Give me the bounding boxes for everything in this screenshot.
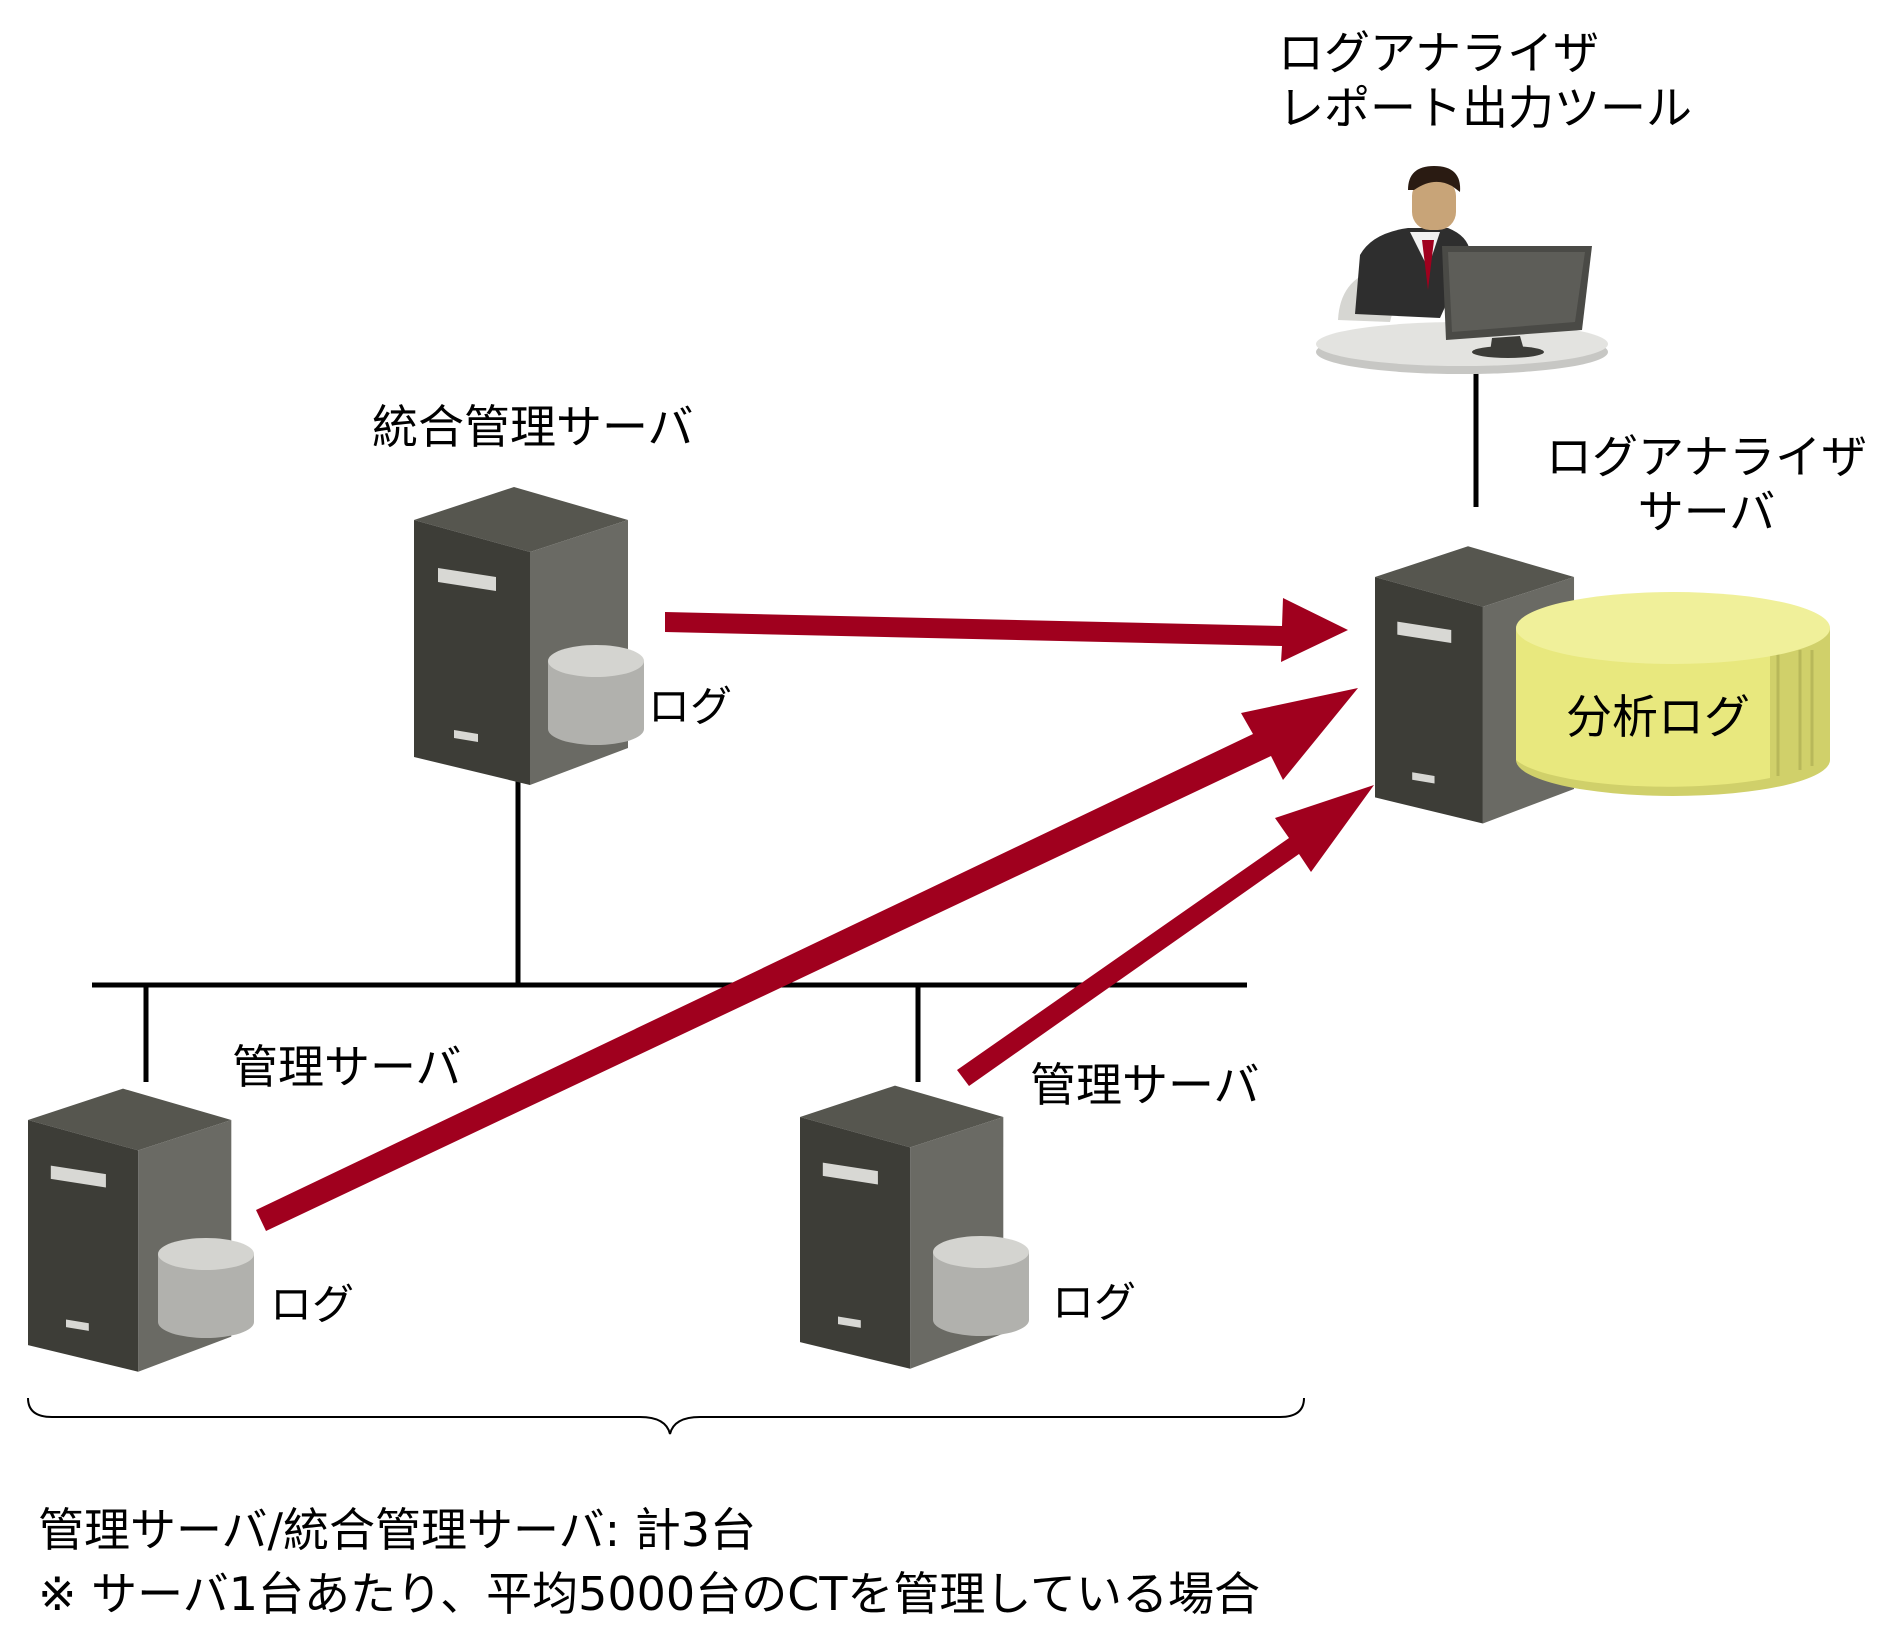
- analyzer-server-label: ログアナライザ サーバ: [1546, 430, 1867, 540]
- integrated-server-label: 統合管理サーバ: [372, 400, 694, 454]
- analysis-log-label: 分析ログ: [1566, 690, 1750, 744]
- mgmt-left-log-disk-icon: [158, 1238, 254, 1338]
- analyzer-server-label-line1: ログアナライザ: [1546, 430, 1868, 484]
- tool-label: ログアナライザ レポート出力ツール: [1278, 26, 1692, 136]
- person-at-computer-icon: [1316, 166, 1608, 374]
- mgmt-right-log-label: ログ: [1052, 1278, 1137, 1327]
- note-line1: 管理サーバ/統合管理サーバ: 計3台: [38, 1503, 756, 1557]
- integrated-log-label: ログ: [648, 682, 733, 731]
- integrated-log-disk-icon: [548, 645, 644, 745]
- analyzer-server-label-line2: サーバ: [1637, 485, 1776, 540]
- mgmt-left-log-label: ログ: [270, 1280, 355, 1329]
- analysis-log-database-icon: [1516, 592, 1830, 796]
- network-lines: [92, 372, 1479, 1082]
- arrow-icon: [256, 598, 1374, 1231]
- tool-label-line2: レポート出力ツール: [1278, 81, 1692, 136]
- brace-icon: [27, 1397, 1305, 1435]
- mgmt-server-left-label: 管理サーバ: [232, 1040, 462, 1094]
- tool-label-line1: ログアナライザ: [1278, 26, 1600, 80]
- mgmt-right-log-disk-icon: [933, 1236, 1029, 1336]
- note-line2: ※ サーバ1台あたり、平均5000台のCTを管理している場合: [38, 1567, 1261, 1621]
- mgmt-server-right-label: 管理サーバ: [1030, 1058, 1260, 1112]
